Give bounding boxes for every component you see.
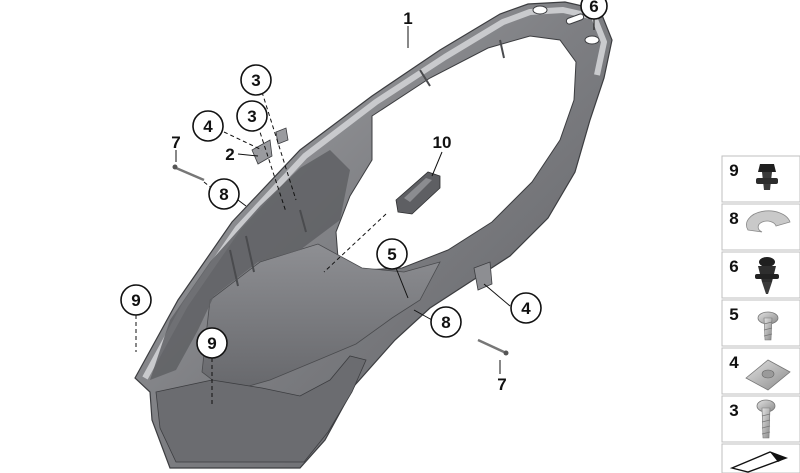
callout-4-upper: 4	[192, 110, 224, 142]
upper-clip-cluster	[251, 127, 289, 165]
callout-1: 1	[403, 9, 412, 28]
svg-text:4: 4	[729, 353, 739, 372]
bolt-icon	[756, 399, 776, 439]
washer-clip-icon	[746, 210, 791, 233]
svg-text:8: 8	[441, 313, 450, 332]
parts-legend: 9 8 6 5	[721, 155, 800, 473]
svg-text:6: 6	[589, 0, 598, 16]
svg-text:5: 5	[387, 245, 396, 264]
svg-text:3: 3	[247, 107, 256, 126]
legend-cell-9: 9	[721, 155, 800, 203]
loose-fasteners	[172, 164, 509, 356]
callout-9-center: 9	[196, 327, 228, 359]
leader-lines	[135, 16, 595, 404]
callout-6: 6	[580, 0, 608, 20]
push-rivet-icon	[755, 257, 779, 294]
screw-icon	[757, 311, 779, 341]
callout-3-upper: 3	[240, 64, 272, 96]
svg-text:5: 5	[729, 305, 738, 324]
svg-text:4: 4	[203, 117, 213, 136]
module-bracket	[395, 171, 441, 215]
svg-text:9: 9	[207, 334, 216, 353]
callout-3-lower: 3	[236, 100, 268, 132]
svg-text:1: 1	[403, 9, 412, 28]
svg-text:3: 3	[729, 401, 738, 420]
svg-text:10: 10	[433, 133, 452, 152]
svg-text:2: 2	[225, 145, 234, 164]
callout-5: 5	[376, 238, 408, 270]
legend-cell-8: 8	[721, 203, 800, 251]
legend-cell-6: 6	[721, 251, 800, 299]
callout-10: 10	[433, 133, 452, 152]
expanding-rivet-icon	[756, 164, 778, 190]
svg-text:9: 9	[729, 161, 738, 180]
callouts: 1 6 3 3 4 2 7 8 10 5 4 9 9 8 7	[120, 0, 608, 394]
callout-9-left: 9	[120, 284, 152, 316]
svg-text:7: 7	[171, 133, 180, 152]
storage-tray	[134, 1, 613, 469]
svg-text:6: 6	[729, 257, 738, 276]
legend-cell-symbol	[721, 443, 800, 473]
svg-text:7: 7	[497, 375, 506, 394]
callout-4-lower: 4	[510, 292, 542, 324]
callout-8-left: 8	[208, 178, 240, 210]
arrow-symbol-icon	[729, 451, 789, 473]
legend-cell-4: 4	[721, 347, 800, 395]
svg-text:4: 4	[521, 299, 531, 318]
callout-7-right: 7	[497, 375, 506, 394]
callout-8-right: 8	[430, 306, 462, 338]
svg-text:8: 8	[729, 209, 738, 228]
nut-clip-icon	[745, 359, 791, 391]
svg-text:3: 3	[251, 71, 260, 90]
legend-cell-5: 5	[721, 299, 800, 347]
svg-text:9: 9	[131, 291, 140, 310]
callout-2: 2	[225, 145, 234, 164]
legend-cell-3: 3	[721, 395, 800, 443]
callout-7-left: 7	[171, 133, 180, 152]
svg-text:8: 8	[219, 185, 228, 204]
